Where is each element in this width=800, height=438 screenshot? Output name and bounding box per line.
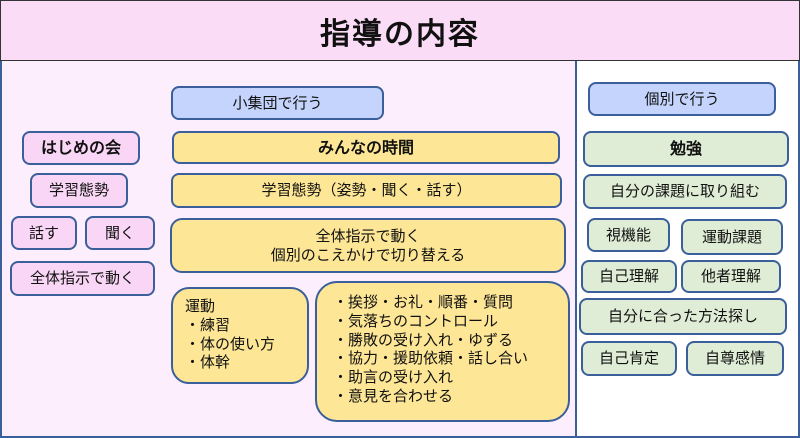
individual-header: 個別で行う [588, 82, 776, 116]
exercise-item: ・体幹 [185, 353, 231, 372]
self-esteem: 自尊感情 [686, 341, 784, 376]
method-search: 自分に合った方法探し [579, 298, 787, 335]
social-skills-box: ・挨拶・お礼・順番・質問 ・気落ちのコントロール ・勝敗の受け入れ・ゆずる ・協… [315, 281, 570, 422]
opening-instruction: 全体指示で動く [10, 261, 155, 296]
own-task: 自分の課題に取り組む [583, 174, 787, 209]
exercise-item: ・練習 [185, 315, 231, 334]
social-item: ・意見を合わせる [333, 386, 454, 405]
social-item: ・挨拶・お礼・順番・質問 [333, 293, 514, 311]
exercise-box: 運動 ・練習 ・体の使い方 ・体幹 [171, 287, 309, 384]
social-item: ・気落ちのコントロール [333, 311, 499, 330]
self-affirmation: 自己肯定 [581, 341, 677, 376]
page-title: 指導の内容 [0, 0, 800, 61]
study: 勉強 [583, 131, 789, 167]
self-understanding: 自己理解 [581, 260, 677, 293]
exercise-item: ・体の使い方 [185, 334, 276, 353]
opening-speak: 話す [11, 216, 77, 250]
social-item: ・協力・援助依頼・話し合い [333, 349, 529, 368]
social-item: ・勝敗の受け入れ・ゆずる [333, 330, 514, 349]
social-item: ・助言の受け入れ [333, 368, 454, 386]
opening-posture: 学習態勢 [30, 173, 128, 208]
everyone-time: みんなの時間 [172, 131, 560, 164]
instruction-line1: 全体指示で動く [315, 226, 421, 245]
motor-task: 運動課題 [681, 219, 783, 255]
group-instruction: 全体指示で動く 個別のこえかけで切り替える [170, 218, 566, 273]
opening-header: はじめの会 [22, 131, 140, 165]
instruction-line2: 個別のこえかけで切り替える [270, 245, 466, 264]
vision: 視機能 [587, 218, 670, 252]
small-group-header: 小集団で行う [171, 86, 384, 120]
group-posture: 学習態勢（姿勢・聞く・話す） [171, 173, 562, 208]
opening-listen: 聞く [85, 216, 155, 250]
exercise-title: 運動 [185, 297, 216, 315]
other-understanding: 他者理解 [681, 260, 781, 293]
